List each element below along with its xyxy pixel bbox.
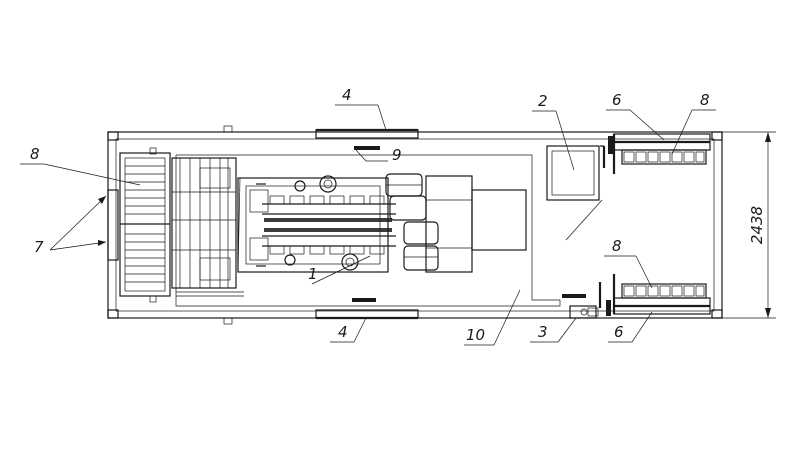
- callout-1: 1: [308, 265, 318, 283]
- callout-3: 3: [538, 323, 548, 341]
- callout-8-left: 8: [30, 145, 40, 163]
- cylinder-heads: [269, 195, 385, 255]
- entrance-door: [569, 282, 602, 319]
- leader-lines: [20, 104, 716, 346]
- rack-top: [608, 133, 711, 174]
- control-cabinet: [546, 145, 606, 241]
- callout-6-top: 6: [612, 91, 622, 109]
- callout-8-bottom-right: 8: [612, 237, 622, 255]
- callout-2: 2: [538, 92, 548, 110]
- callout-7: 7: [34, 238, 44, 256]
- callout-6-bottom: 6: [614, 323, 624, 341]
- radiator-fins: [125, 165, 165, 283]
- dimension-width: 2438: [722, 131, 776, 319]
- cooling-frame: [171, 157, 244, 297]
- hatch-top: [354, 146, 380, 150]
- dimension-label: 2438: [748, 206, 766, 244]
- callout-labels: 1 2 3 4 4 6 6 7 8 8 8 9 10: [30, 86, 710, 344]
- callout-4-bottom: 4: [338, 323, 348, 341]
- callout-4-top: 4: [342, 86, 352, 104]
- door-top: [315, 128, 419, 139]
- battery-cells-top: [623, 151, 705, 163]
- diesel-engine: [237, 173, 439, 273]
- hatch-bottom: [352, 294, 586, 302]
- alternator: [425, 175, 527, 273]
- callout-9: 9: [392, 146, 402, 164]
- callout-8-top-right: 8: [700, 91, 710, 109]
- rack-bottom: [606, 274, 711, 316]
- callout-10: 10: [466, 326, 485, 344]
- battery-cells-bottom: [623, 285, 705, 297]
- engine-room-outline: [175, 154, 561, 307]
- door-bottom: [315, 309, 419, 320]
- radiator-unit: [107, 152, 171, 297]
